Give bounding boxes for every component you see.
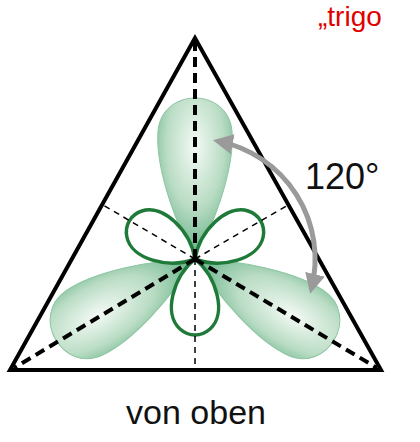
view-label: von oben xyxy=(126,394,266,431)
axis-lines xyxy=(14,42,377,368)
center-atom xyxy=(192,256,198,262)
angle-arc xyxy=(219,141,315,288)
angle-label: 120° xyxy=(305,157,379,197)
title-label: „trigo xyxy=(318,2,382,33)
